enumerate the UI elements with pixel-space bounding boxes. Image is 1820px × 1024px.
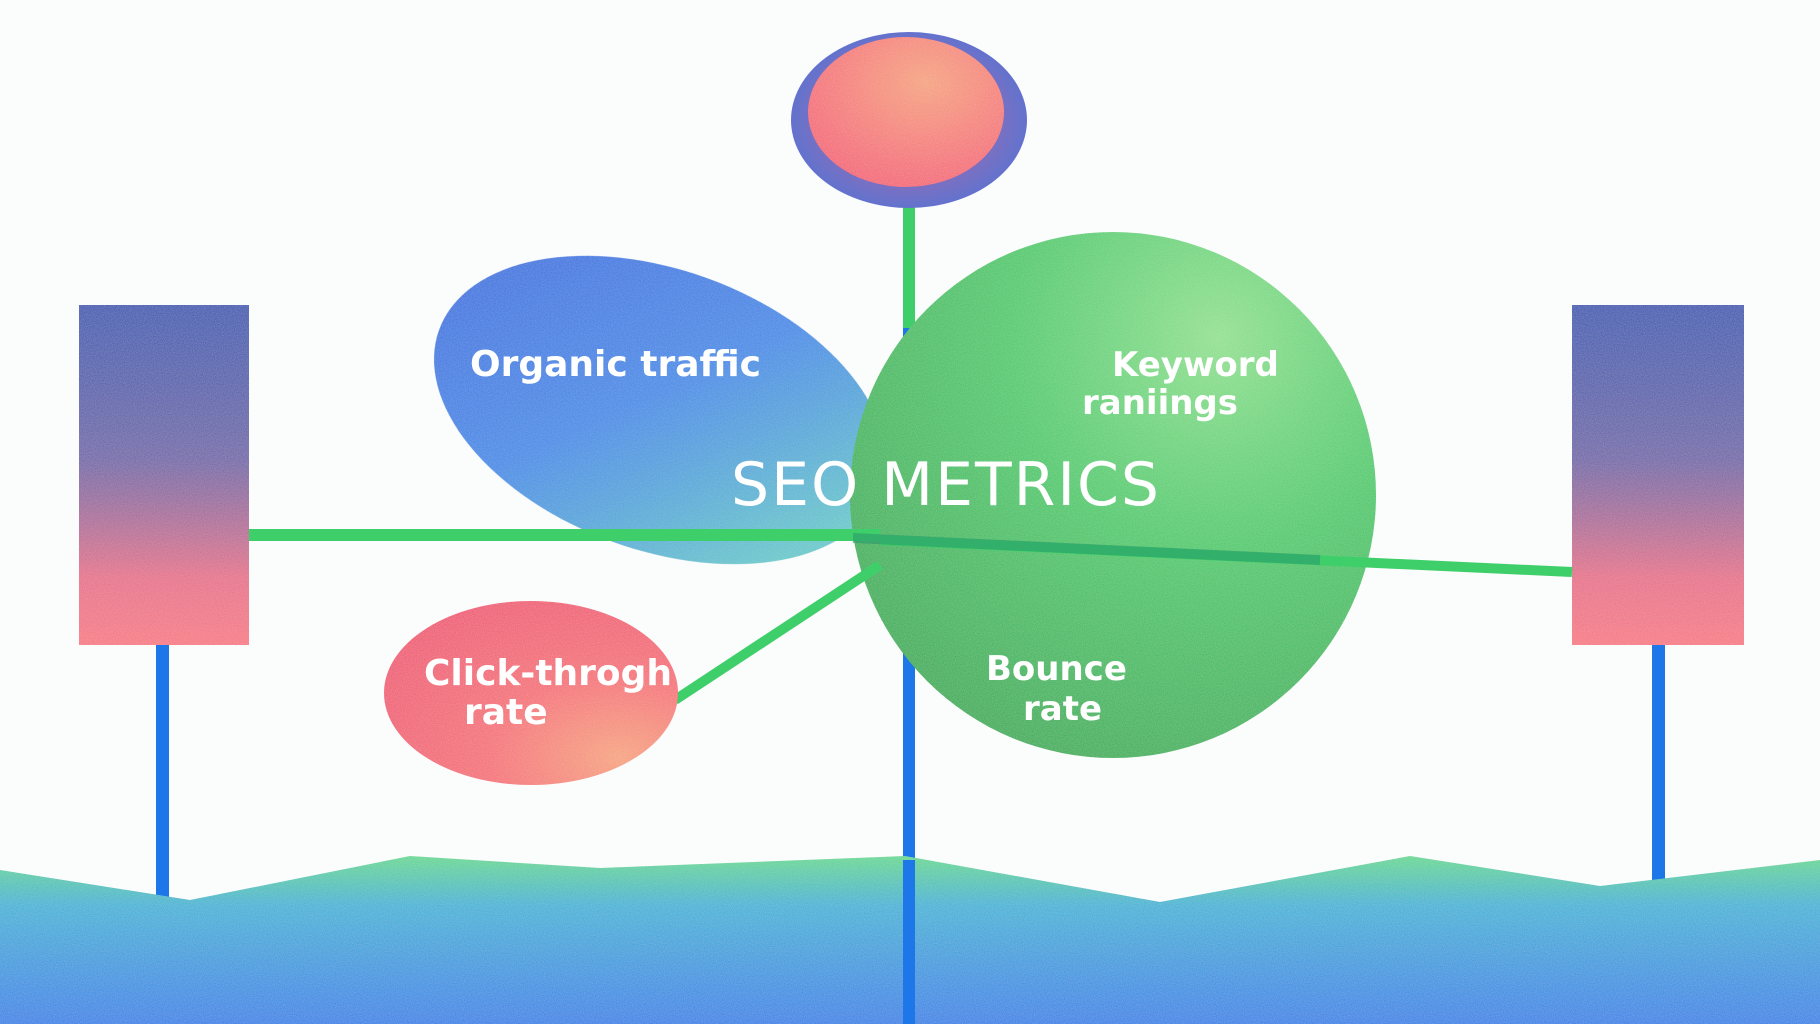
keyword-rankings-node — [850, 232, 1376, 758]
keyword-rankings-label-line2: raniings — [1082, 383, 1238, 423]
bounce-rate-label-line1: Bounce — [986, 649, 1127, 689]
click-through-rate-label-line1: Click-throgh — [424, 653, 672, 694]
click-through-rate-label-line2: rate — [464, 692, 548, 733]
connector-overlap — [852, 533, 1321, 565]
center-pole-ground — [903, 860, 915, 1024]
left-panel — [79, 305, 249, 645]
left-post — [156, 640, 169, 910]
right-panel — [1572, 305, 1744, 645]
bounce-rate-label-line2: rate — [1023, 689, 1102, 729]
connector-ctr — [672, 560, 883, 705]
keyword-rankings-label-line1: Keyword — [1112, 345, 1279, 385]
click-through-rate-node — [384, 601, 678, 785]
organic-traffic-label: Organic traffic — [470, 344, 761, 385]
center-pole-upper — [903, 198, 915, 328]
diagram-title: SEO METRICS — [731, 450, 1161, 520]
organic-traffic-node — [434, 255, 886, 565]
right-post — [1652, 640, 1665, 910]
top-node-inner — [808, 37, 1004, 187]
